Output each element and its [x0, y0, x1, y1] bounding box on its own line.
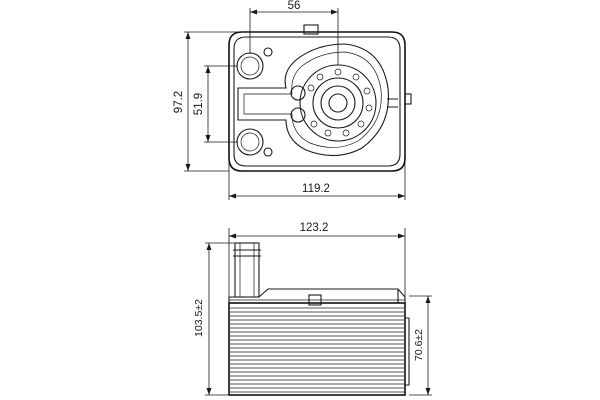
- right-stubs: [405, 317, 410, 386]
- dim-119-2-label: 119.2: [302, 183, 330, 195]
- small-hole-upper: [263, 47, 273, 57]
- mount-hole-lower-inner: [240, 132, 260, 152]
- mount-hole-upper-inner: [240, 56, 260, 76]
- center-ring-inner: [320, 85, 356, 121]
- side-view: 123.2 103.5±2 70.6±2: [193, 222, 432, 396]
- top-view-inner-outline: [233, 36, 401, 167]
- top-tab: [303, 24, 319, 35]
- dim-97-2-label: 97.2: [173, 91, 185, 113]
- cooler-body: [228, 302, 406, 396]
- dim-51-9-label: 51.9: [193, 93, 205, 115]
- dim-103-5-label: 103.5±2: [193, 299, 205, 337]
- gasket-channel-inner: [243, 51, 382, 148]
- bolt-circle-holes: [307, 68, 373, 137]
- center-bore: [328, 93, 348, 113]
- small-hole-lower: [263, 147, 273, 157]
- dim-123-2-label: 123.2: [300, 222, 329, 234]
- top-view-outline: [228, 31, 406, 172]
- nozzle-collar: [233, 249, 261, 257]
- right-notch: [387, 98, 398, 108]
- center-ring-middle: [312, 77, 364, 129]
- flange-tab: [308, 294, 322, 306]
- dim-70-6-label: 70.6±2: [413, 329, 425, 361]
- dim-56-label: 56: [288, 0, 301, 12]
- center-ring-outer: [299, 64, 377, 142]
- cooler-fins: [230, 307, 404, 393]
- nozzle-pipe: [234, 242, 260, 298]
- side-port-upper: [290, 85, 306, 101]
- base-flange: [228, 288, 406, 304]
- right-tab: [404, 93, 412, 105]
- gasket-channel: [237, 43, 390, 157]
- top-view: 56 97.2 51.9 119.2: [173, 0, 412, 200]
- side-port-lower: [290, 107, 306, 123]
